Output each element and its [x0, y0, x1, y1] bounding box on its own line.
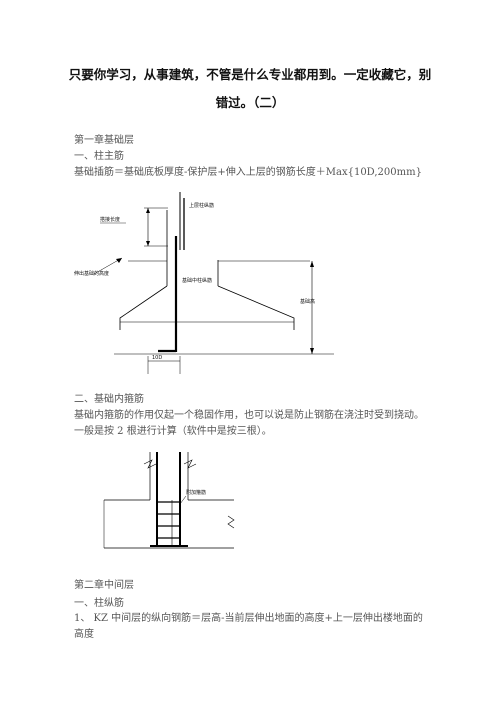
- label-10d: 10D: [152, 355, 162, 361]
- chapter2-heading: 第二章中间层: [74, 580, 134, 591]
- label-upper-column-bar: 上层柱纵筋: [189, 202, 214, 209]
- foundation-column-diagram: 搭接长度 伸出基础的高度 上层柱纵筋 基础中柱纵筋 基础高 10D: [74, 192, 334, 374]
- chapter2-item1-line1: 1、 KZ 中间层的纵向钢筋＝层高-当前层伸出地面的高度+上一层伸出楼地面的: [74, 613, 423, 624]
- label-additional-stirrup: 附加箍筋: [186, 489, 206, 496]
- foundation-stirrup-diagram: 附加箍筋: [103, 452, 235, 549]
- label-extend-height: 伸出基础的高度: [74, 270, 109, 277]
- page-title-line2: 错过。（二）: [215, 95, 285, 110]
- page-title-line1: 只要你学习，从事建筑，不管是什么专业都用到。一定收藏它，别: [68, 67, 432, 82]
- chapter1-heading: 第一章基础层: [74, 135, 134, 146]
- section2-text-line2: 一般是按 2 根进行计算（软件中是按三根）。: [74, 426, 272, 437]
- section1-formula: 基础插筋＝基础底板厚度-保护层+伸入上层的钢筋长度＋Max{10D,200mm}: [74, 167, 422, 178]
- label-lap-length: 搭接长度: [100, 216, 120, 223]
- chapter2-item1-line2: 高度: [74, 629, 94, 640]
- section2-text-line1: 基础内箍筋的作用仅起一个稳固作用，也可以说是防止钢筋在浇注时受到挠动。: [74, 410, 424, 421]
- label-column-bar: 基础中柱纵筋: [182, 277, 212, 284]
- label-foundation-height: 基础高: [300, 298, 315, 305]
- section1-heading: 一、柱主筋: [74, 151, 124, 162]
- chapter2-section1-heading: 一、柱纵筋: [74, 598, 124, 609]
- section2-heading: 二、基础内箍筋: [74, 394, 144, 405]
